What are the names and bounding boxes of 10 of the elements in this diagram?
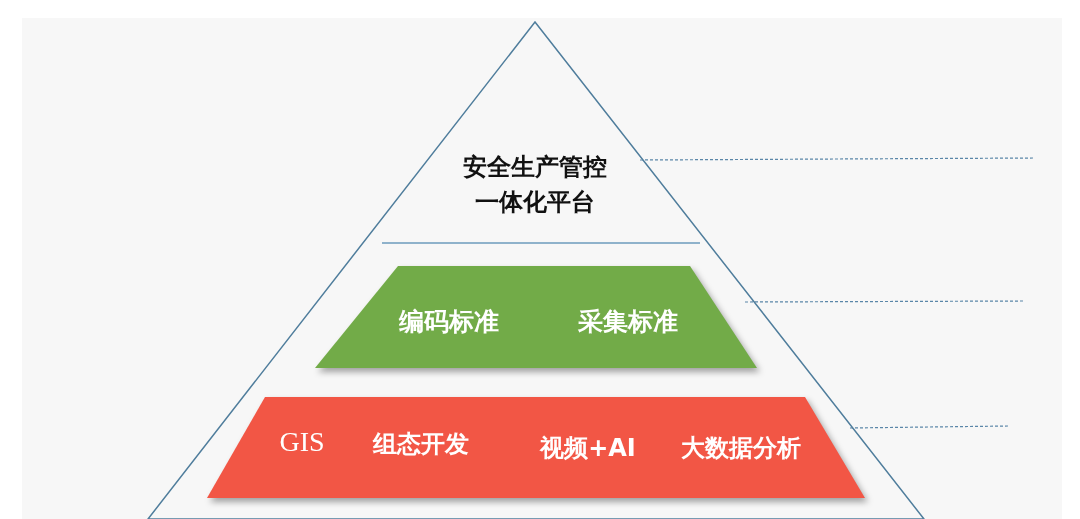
layer-label: GIS: [279, 424, 325, 459]
layer-label: 视频+AI: [540, 432, 636, 464]
layer-label: 编码标准: [399, 305, 499, 338]
standards-trapezoid: [315, 266, 757, 368]
platform-title: 安全生产管控一体化平台: [462, 152, 608, 218]
layer-label: 大数据分析: [681, 432, 801, 464]
pyramid-triangle: [148, 22, 924, 519]
layer-label: 采集标准: [578, 305, 678, 338]
technology-trapezoid: [207, 397, 865, 498]
layer-label: 组态开发: [373, 428, 469, 460]
